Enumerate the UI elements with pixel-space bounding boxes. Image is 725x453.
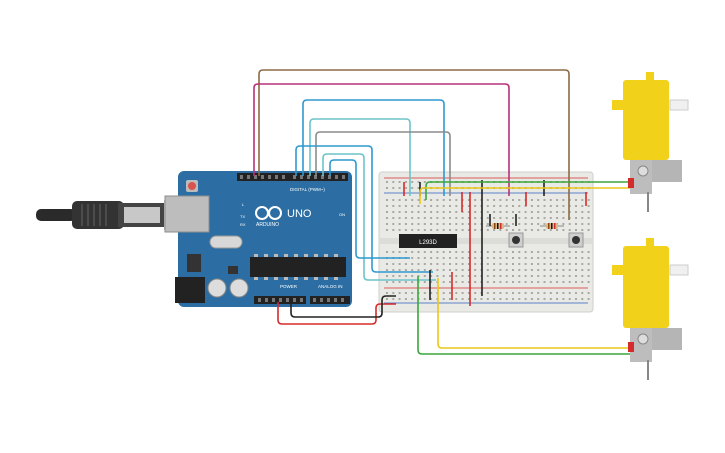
breadboard: L293D	[378, 171, 594, 313]
wire-blue-2	[295, 145, 433, 273]
wire-magenta	[253, 83, 510, 196]
dc-motor-2	[612, 238, 689, 380]
l293d-label: L293D	[419, 240, 437, 246]
pushbutton-2[interactable]	[568, 232, 584, 248]
board-model: UNO	[287, 208, 312, 220]
pushbutton-1[interactable]	[508, 232, 524, 248]
wires	[253, 69, 634, 355]
wire-black-gnd	[290, 295, 396, 318]
wire-teal-1	[309, 118, 411, 196]
rx-label: RX	[240, 222, 246, 227]
board-brand: ARDUINO	[256, 222, 279, 228]
digital-header	[237, 173, 348, 181]
wire-green-2	[417, 276, 634, 355]
arduino-uno-board: UNO ARDUINO DIGITAL (PWM~) POWER ANALOG …	[164, 171, 352, 307]
tx-label: TX	[240, 214, 245, 219]
reset-button[interactable]	[188, 182, 196, 190]
l-label: L	[242, 202, 245, 207]
wire-gray	[315, 131, 451, 196]
wire-brown	[258, 69, 570, 220]
wire-yellow-1	[419, 187, 634, 204]
wire-yellow-2	[437, 278, 634, 349]
digital-label: DIGITAL (PWM~)	[290, 187, 325, 192]
wire-red-power	[277, 302, 396, 325]
atmega-chip	[250, 257, 346, 277]
power-label: POWER	[280, 284, 298, 289]
wire-blue-1	[302, 99, 445, 196]
arduino-logo	[255, 206, 282, 220]
analog-label: ANALOG IN	[318, 284, 343, 289]
wire-teal-2	[322, 153, 436, 281]
wire-green-1	[425, 181, 634, 200]
wire-blue-3	[329, 159, 410, 259]
on-label: ON	[339, 212, 345, 217]
l293d-chip	[399, 234, 457, 248]
resistor-2	[540, 223, 564, 229]
dc-motor-1	[612, 72, 689, 212]
